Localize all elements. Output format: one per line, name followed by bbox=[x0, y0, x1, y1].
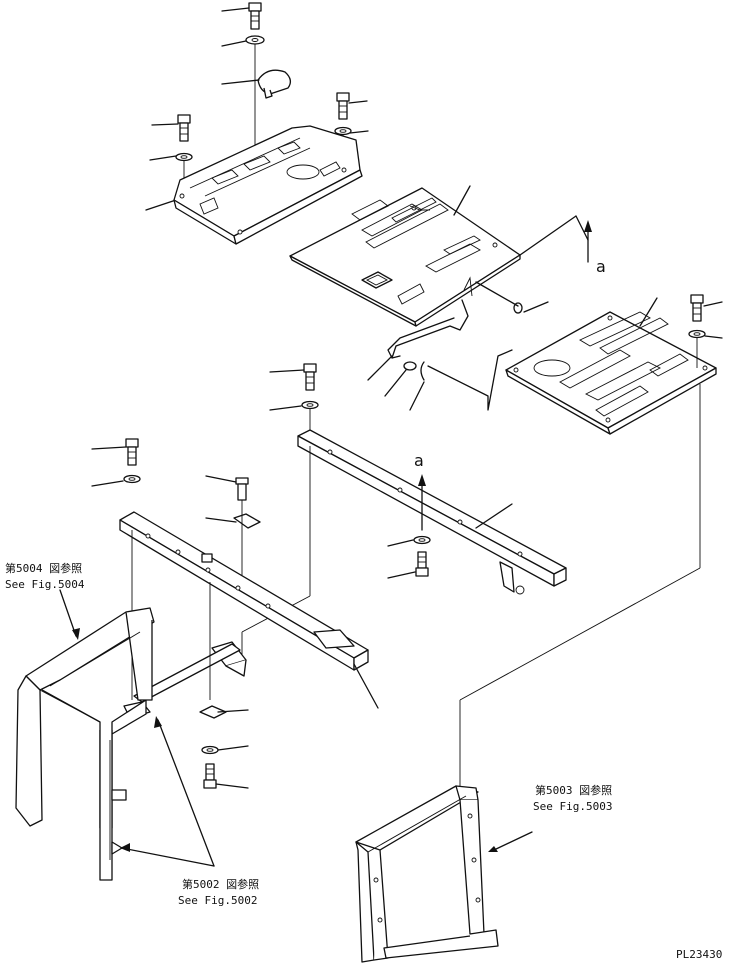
bolt bbox=[303, 363, 317, 391]
leader-line bbox=[157, 719, 215, 867]
left-frame bbox=[15, 589, 155, 881]
arrowhead-icon bbox=[418, 474, 426, 486]
bolt bbox=[336, 92, 350, 120]
drawing-id: PL23430 bbox=[676, 948, 722, 961]
leader-line bbox=[453, 185, 471, 216]
cap bbox=[257, 69, 292, 99]
top-cover bbox=[173, 125, 363, 245]
washer bbox=[175, 152, 193, 162]
spacer bbox=[233, 513, 261, 529]
washer bbox=[123, 474, 141, 484]
bolt bbox=[125, 438, 139, 466]
marker-a-top: a bbox=[596, 257, 606, 276]
washer bbox=[334, 126, 352, 136]
leader-line bbox=[639, 297, 658, 327]
washer bbox=[301, 400, 319, 410]
fig5004-ref-jp: 第5004 図参照 bbox=[5, 561, 82, 575]
bolt bbox=[690, 294, 704, 322]
bolt bbox=[203, 763, 217, 789]
bolt bbox=[248, 2, 262, 30]
arrowhead-icon bbox=[72, 628, 80, 640]
fig5004-ref-en: See Fig.5004 bbox=[5, 578, 85, 591]
fig5002-ref-en: See Fig.5002 bbox=[178, 894, 257, 907]
floor-plate-right bbox=[459, 294, 723, 790]
clip bbox=[475, 281, 549, 314]
arrowhead-icon bbox=[584, 220, 592, 232]
bolt bbox=[235, 477, 249, 501]
bolt bbox=[177, 114, 191, 142]
leader-line bbox=[475, 503, 513, 529]
leader-line bbox=[221, 79, 260, 85]
washer bbox=[245, 35, 265, 45]
leader-line bbox=[59, 589, 77, 637]
washer bbox=[688, 329, 706, 339]
marker-a-middle: a bbox=[414, 451, 424, 470]
fig5002-ref-jp: 第5002 図参照 bbox=[182, 877, 259, 891]
bolt bbox=[415, 551, 429, 577]
leader-line bbox=[353, 663, 379, 709]
leader-line bbox=[121, 847, 215, 867]
leader-line bbox=[575, 215, 589, 241]
leader-line bbox=[493, 831, 533, 851]
leader-line bbox=[221, 7, 250, 12]
link-rod bbox=[367, 299, 513, 411]
right-frame bbox=[355, 785, 533, 963]
fig5003-ref-en: See Fig.5003 bbox=[533, 800, 612, 813]
leader-line bbox=[519, 215, 577, 256]
top-cover-assembly bbox=[145, 2, 369, 245]
cross-beam-left bbox=[91, 438, 379, 789]
leader-line bbox=[221, 40, 247, 47]
arrowhead-icon bbox=[154, 716, 162, 728]
arrowhead-icon bbox=[488, 846, 498, 852]
fig5003-ref-jp: 第5003 図参照 bbox=[535, 783, 612, 797]
washer bbox=[413, 535, 431, 545]
cross-beam-right: a bbox=[241, 363, 567, 672]
arrowhead-icon bbox=[120, 843, 130, 852]
floor-plate-center: a bbox=[289, 185, 606, 327]
washer bbox=[201, 745, 219, 755]
